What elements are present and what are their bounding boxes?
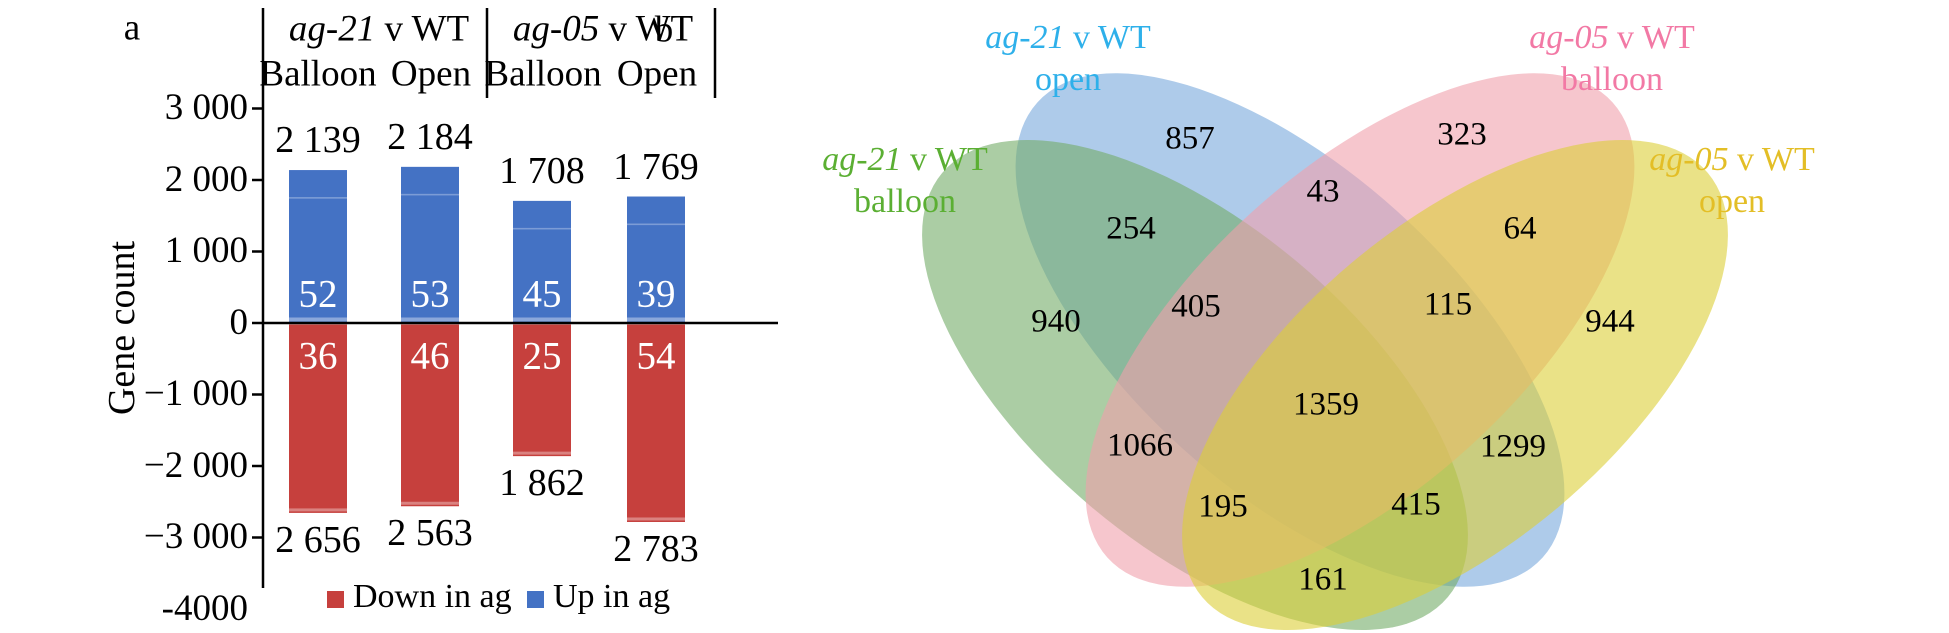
ytick-2000: 2 000: [164, 159, 248, 200]
group-header-ag05-mutant: ag-05: [512, 8, 600, 50]
legend-item-up: Up in ag: [527, 580, 670, 614]
group-header-ag21-mutant: ag-21: [288, 8, 376, 50]
venn-count-balloon05-only: 323: [1437, 116, 1487, 153]
venn-set-label-ag05-balloon-line2: balloon: [1561, 61, 1663, 98]
bar-up-total-ag21-open: 2 184: [387, 115, 473, 158]
ytick-neg1000: −1 000: [143, 373, 248, 414]
venn-set-label-ag05-balloon-line1: ag-05 v WT: [1529, 19, 1695, 56]
bar-up-inner-ag21-open: 53: [410, 272, 450, 316]
panel-a-tag: a: [123, 7, 141, 49]
legend-item-down: Down in ag: [327, 580, 512, 614]
bar-down-total-ag05-balloon: 1 862: [499, 462, 585, 505]
ytick-3000: 3 000: [164, 87, 248, 128]
venn-count-balloon05-open05: 64: [1503, 210, 1537, 247]
ytick-0: 0: [229, 302, 249, 343]
y-axis-title: Gene count: [101, 240, 143, 416]
venn-count-balloon21-balloon05-open05: 195: [1198, 488, 1248, 525]
bar-up-inner-ag21-balloon: 52: [298, 272, 338, 316]
bar-up-total-ag05-balloon: 1 708: [499, 149, 585, 192]
ytick-1000: 1 000: [164, 230, 248, 271]
bar-down-total-ag21-open: 2 563: [387, 512, 473, 555]
venn-set-label-ag05-open-line1: ag-05 v WT: [1649, 141, 1815, 178]
bar-up-total-ag05-open: 1 769: [613, 145, 699, 188]
ytick-neg3000: −3 000: [143, 516, 248, 557]
column-label-balloon-1: Balloon: [259, 53, 377, 95]
bar-up-inner-ag05-open: 39: [636, 272, 676, 316]
bar-down-inner-ag21-balloon: 36: [298, 334, 338, 378]
venn-set-label-ag21-balloon-line1: ag-21 v WT: [822, 141, 988, 178]
bar-down-inner-ag05-open: 54: [636, 334, 676, 378]
venn-count-all-four: 1359: [1293, 386, 1359, 423]
bar-down-inner-ag21-open: 46: [410, 334, 450, 378]
bar-down-inner-ag05-balloon: 25: [522, 334, 562, 378]
venn-count-open21-open05: 1299: [1480, 428, 1546, 465]
ytick-neg2000: −2 000: [143, 445, 248, 486]
legend-label-down: Down in ag: [353, 578, 512, 615]
column-label-open-2: Open: [616, 53, 698, 95]
group-header-ag21-rest: v WT: [375, 8, 470, 50]
legend-label-up: Up in ag: [553, 578, 671, 615]
ytick-neg4000: -4000: [161, 588, 248, 629]
venn-set-label-ag21-open-line2: open: [1034, 61, 1102, 98]
panel-b-tag: b: [654, 9, 674, 51]
venn-count-balloon21-open05: 161: [1298, 561, 1348, 598]
group-header-ag21: ag-21 v WT: [289, 11, 469, 48]
venn-set-label-ag21-balloon: ag-21 v WT balloon: [822, 139, 988, 223]
venn-count-open21-balloon05-open05: 115: [1423, 286, 1473, 323]
venn-set-label-ag21-open: ag-21 v WT open: [985, 17, 1151, 101]
venn-count-open21-balloon05: 43: [1306, 173, 1340, 210]
venn-count-balloon21-open21: 254: [1106, 210, 1156, 247]
bar-up-total-ag21-balloon: 2 139: [275, 119, 361, 162]
bar-up-inner-ag05-balloon: 45: [522, 272, 562, 316]
bar-down-total-ag21-balloon: 2 656: [275, 518, 361, 561]
venn-set-label-ag05-open: ag-05 v WT open: [1649, 139, 1815, 223]
legend-swatch-up: [527, 590, 544, 608]
venn-set-label-ag21-balloon-line2: balloon: [854, 183, 956, 220]
venn-set-label-ag21-open-line1: ag-21 v WT: [985, 19, 1151, 56]
venn-count-balloon21-open21-balloon05: 405: [1171, 288, 1221, 325]
venn-count-open05-only: 944: [1585, 303, 1635, 340]
column-label-balloon-2: Balloon: [484, 53, 602, 95]
venn-count-balloon21-open21-open05: 415: [1391, 486, 1441, 523]
legend-swatch-down: [327, 590, 344, 608]
venn-count-open21-only: 857: [1165, 120, 1215, 157]
venn-count-balloon21-only: 940: [1031, 303, 1081, 340]
group-header-ag05: ag-05 v WT: [513, 11, 693, 48]
group-header-ag05-rest: v WT: [599, 8, 694, 50]
bar-down-total-ag05-open: 2 783: [613, 527, 699, 570]
venn-count-balloon21-balloon05: 1066: [1107, 427, 1173, 464]
column-label-open-1: Open: [390, 53, 472, 95]
venn-set-label-ag05-balloon: ag-05 v WT balloon: [1529, 17, 1695, 101]
venn-set-label-ag05-open-line2: open: [1698, 183, 1766, 220]
